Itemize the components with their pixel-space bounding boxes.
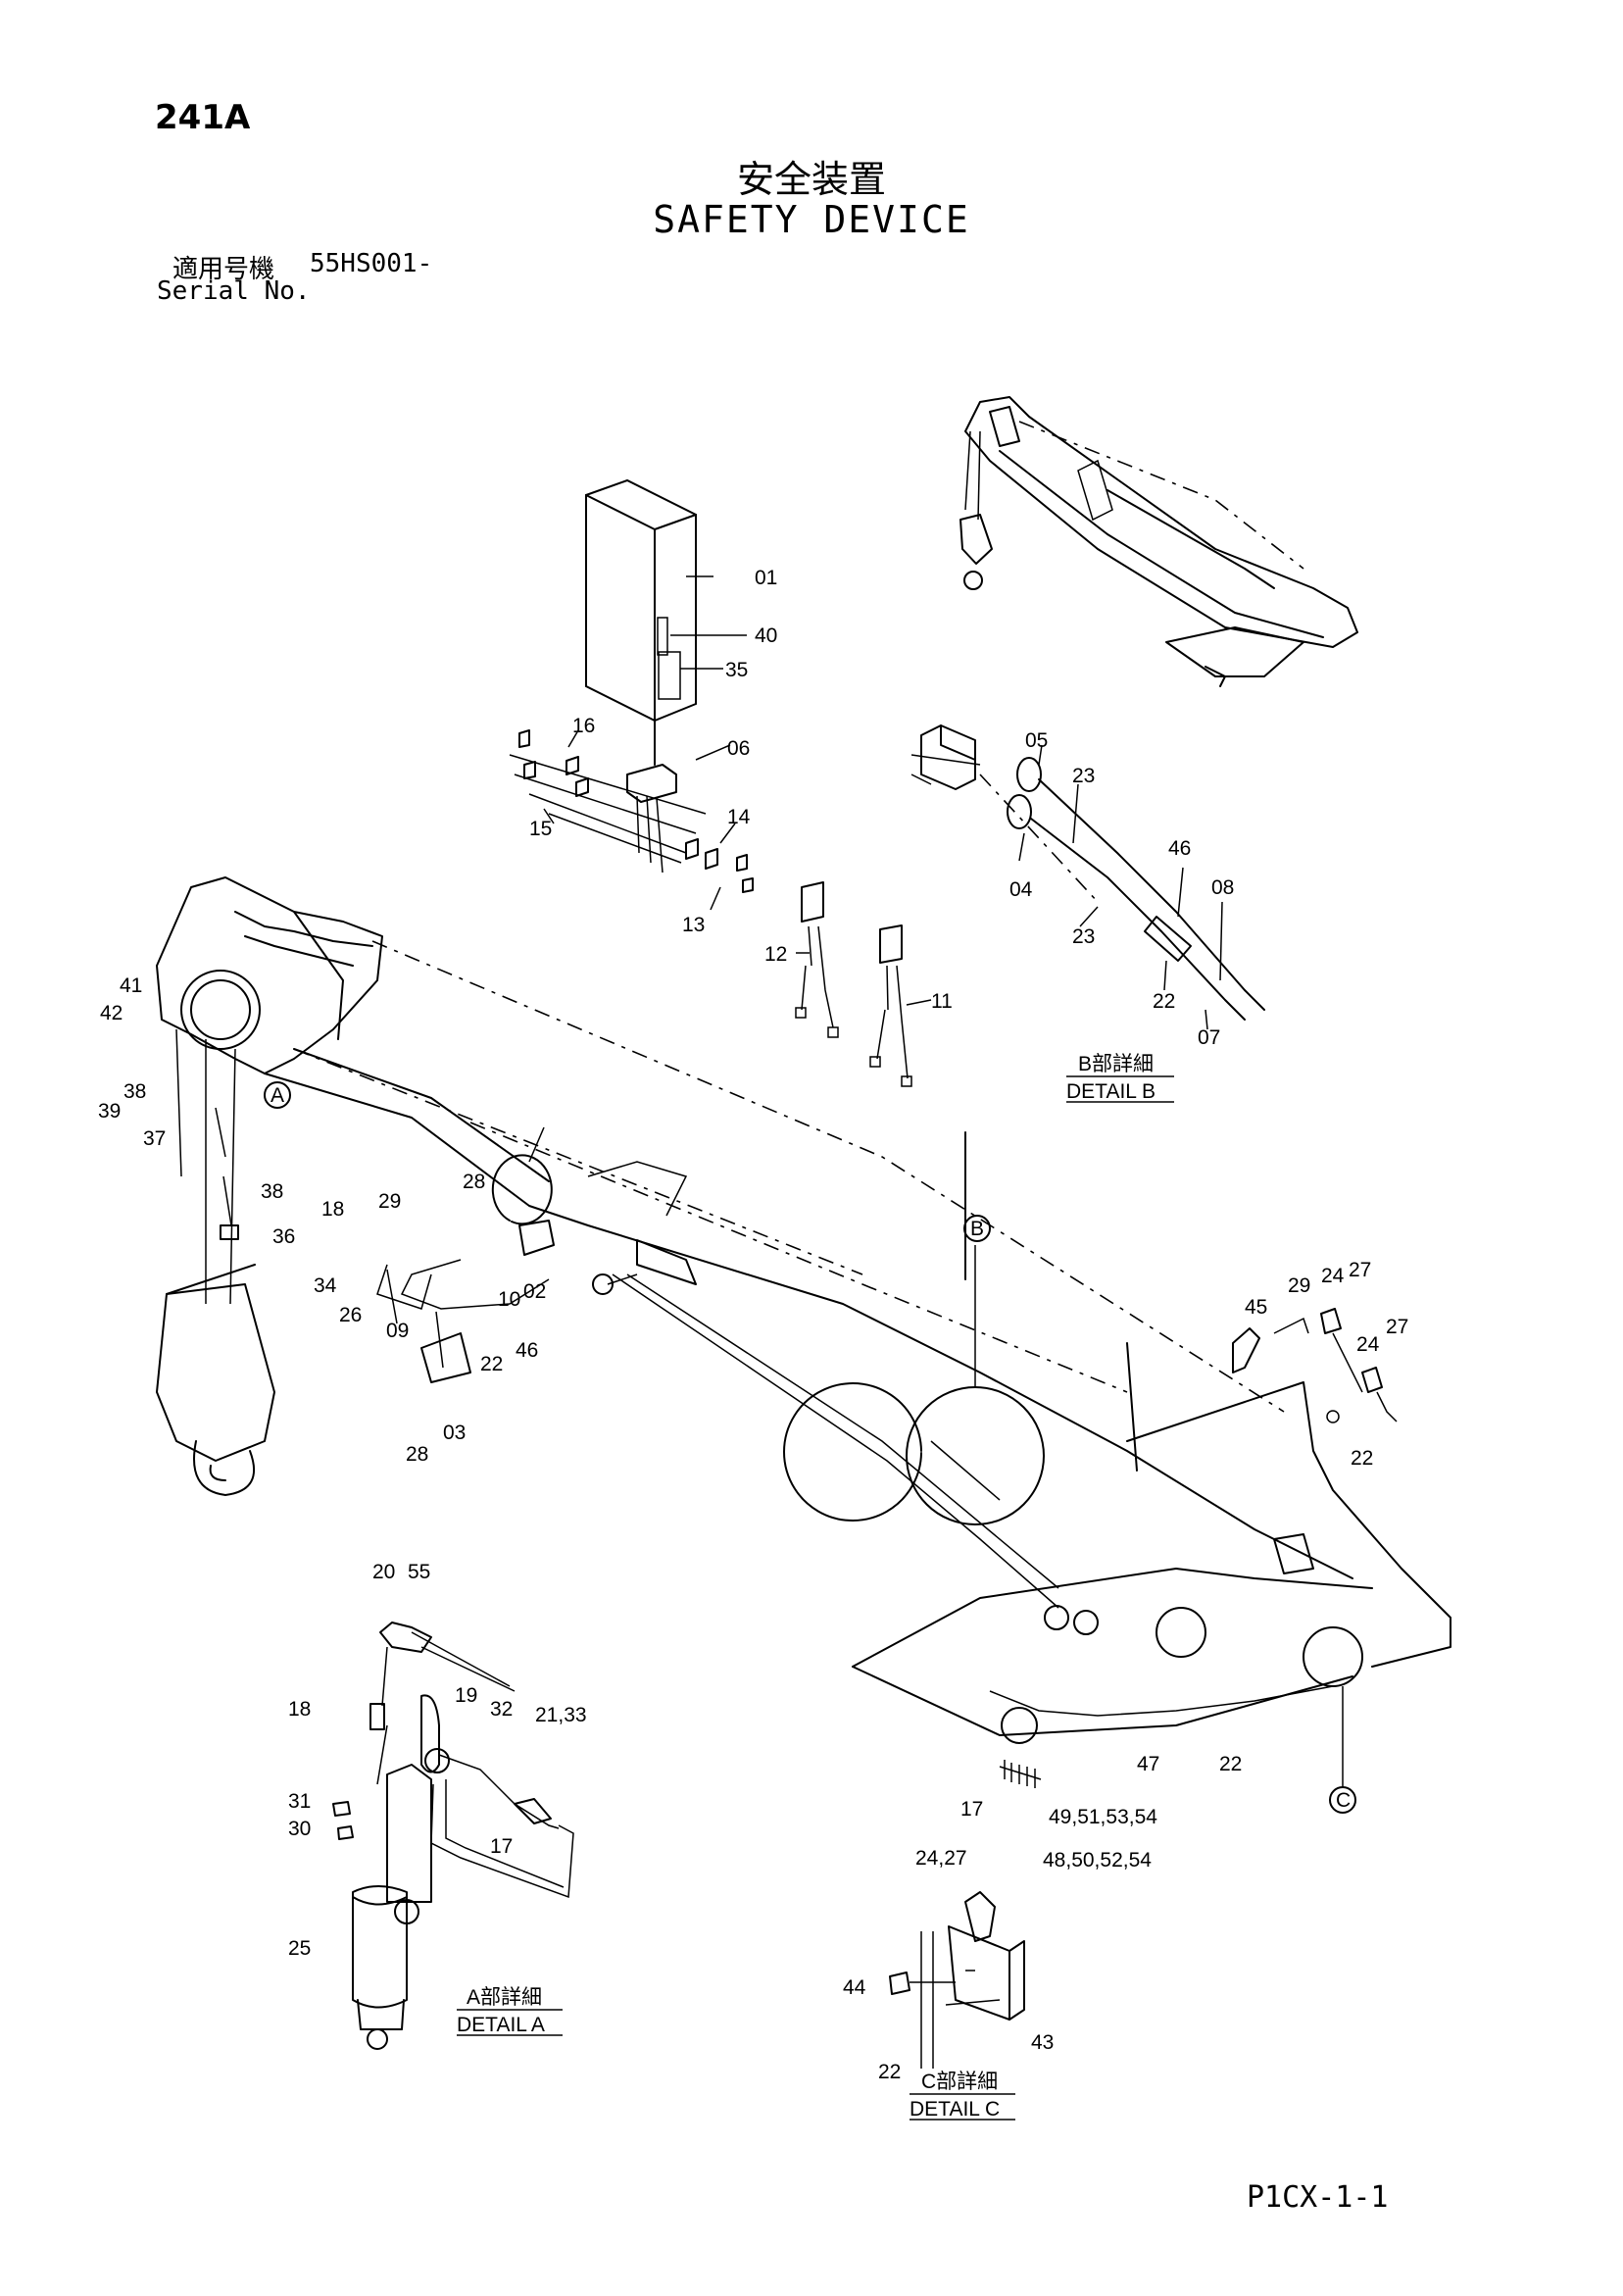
callout-24-27: 24,27 (915, 1847, 967, 1870)
callout-45: 45 (1245, 1296, 1267, 1319)
callout-19: 19 (455, 1684, 477, 1707)
callout-32: 32 (490, 1698, 513, 1721)
callout-15: 15 (529, 818, 552, 840)
detail-c-caption: C部詳細 DETAIL C (910, 2071, 1015, 2121)
callout-04: 04 (1009, 878, 1033, 901)
callout-23-lower: 23 (1072, 925, 1095, 948)
title-english: SAFETY DEVICE (653, 198, 970, 241)
callout-42: 42 (100, 1002, 123, 1024)
callout-41: 41 (120, 974, 142, 997)
callout-22-detail-b: 22 (1153, 990, 1175, 1013)
callout-30: 30 (288, 1818, 311, 1840)
callout-23-upper: 23 (1072, 765, 1095, 787)
callout-20: 20 (372, 1561, 395, 1583)
callout-24-lower: 24 (1356, 1333, 1380, 1356)
callout-35: 35 (725, 659, 748, 681)
callout-34: 34 (314, 1274, 337, 1297)
detail-c-drawing (889, 1891, 1025, 2069)
callout-17-comb: 17 (960, 1798, 983, 1821)
detail-c-caption-jp: C部詳細 (921, 2071, 998, 2093)
callout-22-bracket: 22 (1351, 1447, 1373, 1470)
callout-31: 31 (288, 1790, 311, 1813)
wiring-harness-drawing (509, 729, 754, 911)
detail-a-marker: A (264, 1081, 291, 1109)
callout-46-boom: 46 (516, 1339, 538, 1362)
serial-number-value: 55HS001- (310, 249, 433, 278)
callout-55: 55 (408, 1561, 430, 1583)
title-japanese: 安全装置 (736, 158, 886, 201)
callout-18-detail-a: 18 (288, 1698, 311, 1721)
boom-drawing (156, 876, 1451, 1744)
callout-01: 01 (755, 567, 777, 589)
detail-b-marker-label: B (970, 1218, 984, 1240)
callout-22-base: 22 (1219, 1753, 1242, 1775)
callout-22-boom: 22 (480, 1353, 503, 1375)
callout-17-detail-a: 17 (490, 1835, 513, 1858)
callout-40: 40 (755, 624, 777, 647)
callout-16: 16 (572, 715, 595, 737)
serial-label-japanese: 適用号機 (172, 255, 275, 284)
callout-25: 25 (288, 1937, 311, 1960)
detail-b-drawing (910, 724, 1265, 1030)
callout-29-bracket: 29 (1288, 1274, 1310, 1297)
callout-09: 09 (386, 1320, 409, 1342)
detail-a-caption-jp: A部詳細 (467, 1986, 542, 2009)
callout-24-upper: 24 (1321, 1265, 1345, 1287)
callout-28-upper: 28 (463, 1171, 485, 1193)
callout-43: 43 (1031, 2031, 1054, 2054)
callout-22-detail-c: 22 (878, 2061, 901, 2083)
callout-29-boom: 29 (378, 1190, 401, 1213)
callout-07: 07 (1198, 1026, 1220, 1049)
detail-c-marker-label: C (1336, 1789, 1351, 1812)
detail-c-marker: C (1329, 1686, 1356, 1814)
detail-b-marker: B (963, 1215, 991, 1242)
detail-b-caption: B部詳細 DETAIL B (1066, 1053, 1174, 1103)
callout-14: 14 (727, 806, 751, 828)
callouts: 01 40 35 16 06 15 14 13 12 11 05 23 46 0… (98, 567, 1408, 2083)
callout-38-lower: 38 (261, 1180, 283, 1203)
limit-switch-harness-drawing (795, 881, 932, 1087)
callout-05: 05 (1025, 729, 1048, 752)
bracket-parts-drawing (1232, 1308, 1398, 1423)
callout-49-51-53-54: 49,51,53,54 (1049, 1806, 1157, 1828)
callout-18-boom: 18 (321, 1198, 344, 1221)
callout-46-detail-b: 46 (1168, 837, 1191, 860)
detail-a-caption-en: DETAIL A (457, 2014, 545, 2036)
detail-b-marker-circle (906, 1245, 1045, 1525)
control-box-drawing (585, 478, 747, 766)
callout-26: 26 (339, 1304, 362, 1326)
callout-21-33: 21,33 (535, 1704, 587, 1726)
callout-02: 02 (523, 1280, 546, 1303)
callout-27-lower: 27 (1386, 1316, 1408, 1338)
callout-12: 12 (764, 943, 787, 966)
detail-b-caption-en: DETAIL B (1066, 1080, 1156, 1103)
callout-08: 08 (1211, 876, 1234, 899)
detail-a-caption: A部詳細 DETAIL A (457, 1986, 563, 2036)
crane-overview-drawing (959, 396, 1358, 687)
callout-27-upper: 27 (1349, 1259, 1371, 1281)
callout-10: 10 (498, 1288, 520, 1311)
callout-13: 13 (682, 914, 705, 936)
callout-44: 44 (843, 1976, 866, 1999)
detail-a-drawing (332, 1622, 574, 2050)
detail-b-caption-jp: B部詳細 (1078, 1053, 1154, 1075)
comb-parts-drawing (999, 1760, 1042, 1788)
callout-28-lower: 28 (406, 1443, 428, 1466)
serial-label-english: Serial No. (157, 276, 311, 306)
detail-c-caption-en: DETAIL C (910, 2098, 1000, 2121)
callout-36: 36 (272, 1225, 295, 1248)
callout-37: 37 (143, 1127, 166, 1150)
callout-06: 06 (727, 737, 750, 760)
callout-38-upper: 38 (123, 1080, 146, 1103)
footer-code: P1CX-1-1 (1247, 2180, 1389, 2215)
detail-a-marker-label: A (270, 1084, 284, 1107)
callout-03: 03 (443, 1422, 466, 1444)
callout-47: 47 (1137, 1753, 1159, 1775)
callout-39: 39 (98, 1100, 121, 1123)
callout-11: 11 (931, 990, 953, 1013)
page-number: 241A (155, 98, 251, 137)
callout-48-50-52-54: 48,50,52,54 (1043, 1849, 1152, 1872)
